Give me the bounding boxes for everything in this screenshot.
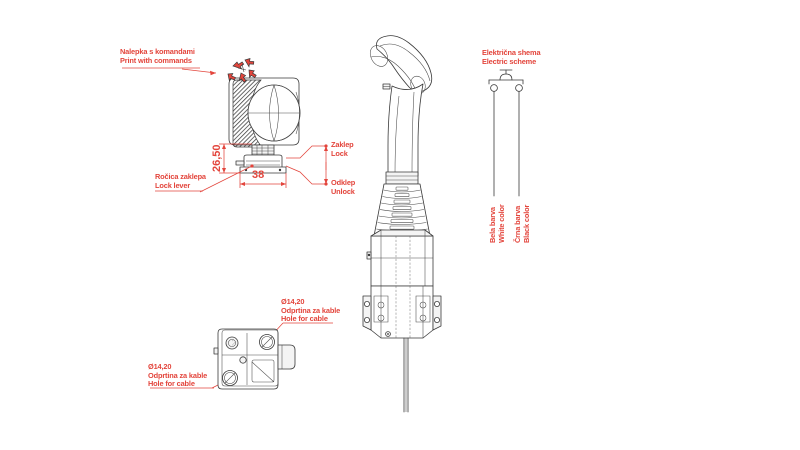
white-wire-label-en: White color [496, 204, 506, 243]
dimension-lines [219, 143, 287, 188]
lock-label: Zaklep Lock [331, 140, 354, 158]
cable-hole-upper-label-sl: Odprtina za kable [281, 305, 341, 315]
lock-label-sl: Zaklep [331, 140, 354, 149]
decal-label-sl: Nalepka s komandami [120, 47, 195, 56]
dimension-width-value: 38 [252, 169, 265, 181]
joystick-main-elevation [362, 35, 442, 413]
lock-lever-label-sl: Ročica zaklepa [155, 172, 206, 181]
lock-lever-label: Ročica zaklepa Lock lever [155, 172, 206, 190]
white-wire-label: Bela barva White color [488, 204, 506, 243]
base-plate-bottom-view [213, 328, 296, 390]
handle-top-view [228, 77, 301, 174]
bellows-boot [373, 183, 431, 237]
leader-lines [122, 67, 333, 389]
cable-hole-upper-diameter: Ø14,20 [281, 297, 305, 306]
lock-label-en: Lock [331, 148, 348, 158]
decal-label-en: Print with commands [120, 55, 192, 65]
unlock-label-sl: Odklep [331, 178, 356, 187]
black-wire-label-en: Black color [521, 204, 531, 243]
electric-scheme-label: Električna shema Electric scheme [482, 48, 541, 66]
cable-hole-upper-label: Ø14,20 Odprtina za kable Hole for cable [281, 297, 341, 324]
decal-label: Nalepka s komandami Print with commands [120, 47, 195, 65]
cable-hole-lower-diameter: Ø14,20 [148, 362, 172, 371]
cable-hole-upper-label-en: Hole for cable [281, 314, 328, 324]
black-wire-label: Črna barva Black color [513, 204, 531, 243]
lock-lever-label-en: Lock lever [155, 180, 191, 190]
unlock-label-en: Unlock [331, 186, 355, 196]
unlock-label: Odklep Unlock [331, 178, 356, 196]
cable-hole-lower-label: Ø14,20 Odprtina za kable Hole for cable [148, 362, 208, 389]
dimension-height-value: 26,50 [211, 144, 223, 172]
cable-hole-lower-label-sl: Odprtina za kable [148, 370, 208, 380]
electric-scheme-label-en: Electric scheme [482, 56, 537, 66]
electric-scheme-symbol [488, 69, 524, 197]
electric-scheme-label-sl: Električna shema [482, 48, 541, 57]
cable-hole-lower-label-en: Hole for cable [148, 379, 195, 389]
control-decal-icon [227, 58, 257, 83]
